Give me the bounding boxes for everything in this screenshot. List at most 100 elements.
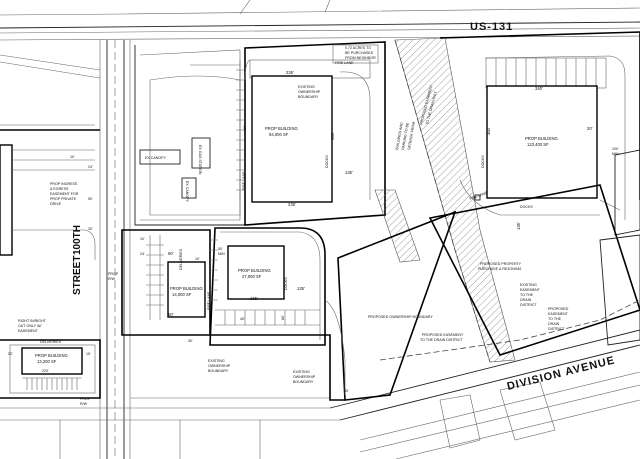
ex-canopy2-label: EX CANOPY <box>185 181 189 203</box>
building-94000-label: PROP BUILDING <box>265 126 298 131</box>
prop-row1-l1: PROP <box>108 272 119 276</box>
top-left-lots <box>0 45 245 226</box>
proposed-easement-l4: DRAIN <box>548 322 560 326</box>
dim-135-bldg3: 135' <box>297 286 305 291</box>
fire-lane-1: FIRE LANE <box>242 171 246 190</box>
ownership1-l1: EXISTING <box>298 85 315 89</box>
proposed-boundaries: PROPOSED PROPERTY PURCHASE & REZONING PR… <box>337 184 640 401</box>
building-13200-label: PROP BUILDING <box>35 353 68 358</box>
building-27000-size: 27,000 SF <box>242 274 262 279</box>
ownership1-l2: OWNERSHIP <box>298 90 321 94</box>
existing-easement-l5: DISTRICT <box>520 303 537 307</box>
ownership2-l3: BOUNDARY <box>208 369 229 373</box>
prop-row2-l1: PROP <box>80 397 91 401</box>
ownership3-l2: OWNERSHIP <box>293 375 316 379</box>
deliveries-label-2: DELIVERIES <box>40 340 62 344</box>
ownership2-l1: EXISTING <box>208 359 225 363</box>
ownership1-l3: BOUNDARY <box>298 95 319 99</box>
ownership3-l1: EXISTING <box>293 370 310 374</box>
dim-60-bldg1: 60' <box>243 125 247 130</box>
dim-20b: 20' <box>8 352 13 356</box>
dim-15: 15' <box>86 352 91 356</box>
prop-property-l2: PURCHASE & REZONING <box>478 267 522 271</box>
dim-60-bldg4: 60' <box>168 251 174 256</box>
proposed-easement-l1: PROPOSED <box>548 307 569 311</box>
proposed-easement-l5: DISTRICT <box>548 327 565 331</box>
dim-10b: 10' <box>195 257 200 261</box>
dim-135: 135' <box>345 170 353 175</box>
dim-80: 80' <box>281 315 285 320</box>
dim-50min-l2: MIN <box>218 252 225 256</box>
dim-100-l2: MIN <box>612 152 619 156</box>
dim-24a: 24' <box>140 252 145 256</box>
dim-35: 35' <box>344 389 349 393</box>
docks-label-4: DOCKS <box>284 277 288 290</box>
building-13200 <box>21 347 83 375</box>
bottom-lots <box>59 381 556 459</box>
building-27000-label: PROP BUILDING <box>238 268 271 273</box>
prop-property-l1: PROPOSED PROPERTY <box>480 262 522 266</box>
ingress-l4: PROP PRIVATE <box>50 197 77 201</box>
dim-10a: 10' <box>140 237 145 241</box>
building-123400-site: PROP BUILDING 123,400 SF 340' 360' 20' 1… <box>439 31 640 236</box>
building-13200-size: 13,200 SF <box>37 359 57 364</box>
dim-20: 20' <box>587 126 593 131</box>
acres-l3: FROM NEIGHBOR <box>345 56 376 60</box>
ex-canopy-label: EX CANOPY <box>145 156 167 160</box>
acres-l1: 0.72 ACRES TO <box>345 46 371 50</box>
easement-drain-l2: TO THE DRAIN DISTRICT <box>420 338 464 342</box>
dim-40: 40' <box>240 317 245 321</box>
dim-360: 360' <box>486 127 491 135</box>
ownership3-l3: BOUNDARY <box>293 380 314 384</box>
dim-10c: 10' <box>70 155 75 159</box>
dim-135-bldg2: 135' <box>516 222 521 230</box>
ownership2-note: EXISTING OWNERSHIP BOUNDARY <box>208 359 231 373</box>
building-13200-site: PROP BUILDING 13,200 SF 220' DELIVERIES … <box>0 339 193 406</box>
fire-lane-2: FIRE LANE <box>335 61 354 65</box>
dim-220: 220' <box>42 369 49 373</box>
existing-easement-l2: EASEMENT <box>520 288 541 292</box>
building-123400-label: PROP BUILDING <box>525 136 558 141</box>
west-lot: PROP INGRESS & EGRESS EASEMENT FOR PROP … <box>0 129 100 333</box>
gas-station-area: EX CANOPY EX GAS STATION EX CANOPY <box>139 75 241 216</box>
building-14000 <box>167 261 206 318</box>
dim-165: 165' <box>250 296 258 301</box>
existing-building-west <box>0 144 13 256</box>
diag-building-l1: BUILDINGS AND <box>395 122 404 150</box>
proposed-easement-l2: EASEMENT <box>548 312 569 316</box>
right-in-l3: EASEMENT <box>18 329 39 333</box>
fire-lane-4: FIRE LANE <box>207 291 211 310</box>
fire-lane-3: FIRE LANE <box>469 191 488 201</box>
dim-235-bottom: 235' <box>288 202 296 207</box>
dim-100-l1: 100' <box>612 147 619 151</box>
dim-50a: 50' <box>88 197 93 201</box>
dim-30a: 30' <box>88 227 93 231</box>
building-14000-label: PROP BUILDING <box>170 286 203 291</box>
dim-340: 340' <box>535 86 543 91</box>
dim-50-bldg4: 50' <box>168 312 174 317</box>
existing-easement-l1: EXISTING <box>520 283 537 287</box>
ex-gas-station-label: EX GAS STATION <box>198 145 202 175</box>
right-in-l2: OUT ONLY W/ <box>18 324 41 328</box>
diag-building-l2: PARKING TO BE <box>401 122 410 150</box>
existing-easement-l3: TO THE <box>520 293 534 297</box>
ingress-l2: & EGRESS <box>50 187 69 191</box>
street-label-2: STREET <box>72 256 83 295</box>
building-27000 <box>227 245 285 300</box>
prop-row2-l2: R/W <box>80 402 88 406</box>
street-label-1: 100TH <box>72 225 83 255</box>
docks-label-3: DOCKS <box>481 155 485 168</box>
proposed-easement-l3: TO THE <box>548 317 562 321</box>
ingress-l3: EASEMENT FOR <box>50 192 79 196</box>
dim-24b: 24' <box>88 165 93 169</box>
building-94000 <box>251 75 333 203</box>
deliveries-label-1: DELIVERIES <box>179 248 183 270</box>
ingress-l1: PROP INGRESS <box>50 182 78 186</box>
existing-easement-l4: DRAIN <box>520 298 532 302</box>
docks-label-2: DOCKS <box>520 205 533 209</box>
building-27000-site: PROP BUILDING 27,000 SF 165' 135' DOCKS … <box>209 227 349 395</box>
right-in-l1: RIGHT IN/RIGHT <box>18 319 47 323</box>
dim-235-top: 235' <box>286 70 294 75</box>
dim-50min-l1: 50' <box>218 247 223 251</box>
